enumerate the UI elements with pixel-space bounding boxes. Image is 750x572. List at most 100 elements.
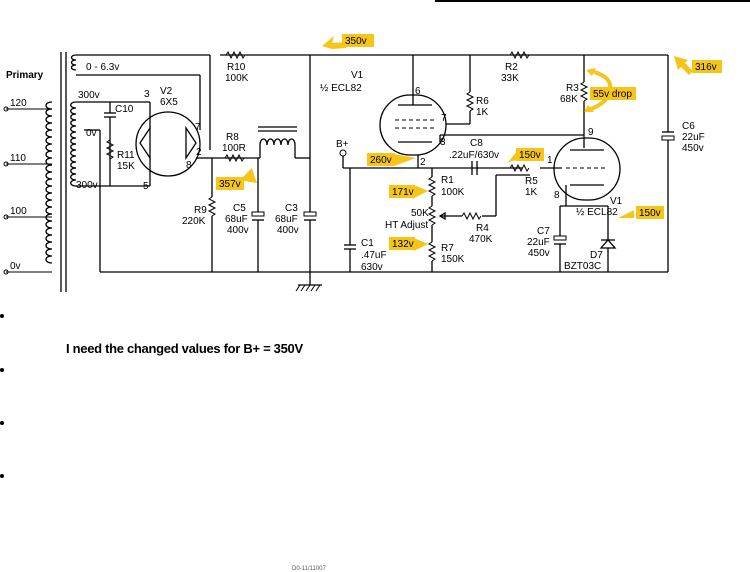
pot-label-name: HT Adjust	[385, 220, 428, 231]
pot-label-val: 50K	[411, 208, 429, 219]
volt-150v-a: 150v	[519, 150, 541, 161]
volt-132v: 132v	[392, 239, 414, 250]
v1a-label-ref: V1	[351, 70, 364, 81]
v2-pin-8: 8	[186, 160, 192, 171]
c1-label-ref: C1	[361, 238, 374, 249]
volt-357v: 357v	[219, 179, 241, 190]
c7-label-ref: C7	[537, 226, 550, 237]
c6-label-volt: 450v	[682, 143, 704, 154]
arrow-132v	[414, 238, 428, 251]
rectifier-section: C10 R11 15K V2 6X5 3 7 2 8 5	[76, 55, 668, 273]
v1b-tube-envelope	[553, 137, 621, 201]
arrow-171v	[414, 185, 428, 198]
r5-label-val: 1K	[525, 187, 538, 198]
margin-bullet	[0, 314, 4, 318]
v2-label-ref: V2	[160, 86, 173, 97]
v1a-pin-3: 3	[440, 137, 446, 148]
v1b-label-type: ½ ECL82	[576, 207, 618, 218]
volt-171v: 171v	[392, 187, 414, 198]
tap-0v-label: 0v	[10, 261, 21, 272]
top-edge-line	[435, 0, 750, 2]
c10-label: C10	[115, 104, 134, 115]
v1a-section: V1 ½ ECL82 6 7 R6 1K 3 2 B+ C1 .47uF 630…	[320, 55, 584, 273]
c3-label-volt: 400v	[277, 225, 299, 236]
r9-label-val: 220K	[182, 216, 206, 227]
r5-label-ref: R5	[525, 176, 538, 187]
r1-label-val: 100K	[441, 187, 465, 198]
bplus-label: B+	[336, 139, 349, 150]
margin-bullet	[0, 368, 4, 372]
r9-label-ref: R9	[194, 205, 207, 216]
v2-pin-2: 2	[196, 147, 202, 158]
voltage-annotations: 350v 316v 55v drop 357v 260v 150v 171v 1…	[216, 34, 722, 251]
c7-label-val: 22uF	[527, 237, 550, 248]
arrow-150v-b	[618, 210, 634, 218]
r6-label-val: 1K	[476, 107, 489, 118]
v2-pin-3: 3	[144, 89, 150, 100]
c1-label-volt: 630v	[361, 262, 383, 273]
schematic-diagram: 120 110 100 0v Primary 0 - 6.3v 300v 0v …	[3, 34, 722, 292]
arrow-350v	[322, 36, 346, 49]
c8-label-val: .22uF/630v	[449, 150, 499, 161]
arrow-260v	[394, 154, 416, 166]
volt-55v-drop: 55v drop	[593, 89, 632, 100]
hv-ct-label: 0v	[86, 128, 97, 139]
tap-110-label: 110	[10, 153, 26, 164]
r3-label-ref: R3	[566, 83, 579, 94]
v2-label-type: 6X5	[160, 97, 178, 108]
margin-bullet	[0, 474, 4, 478]
r2-label-val: 33K	[501, 73, 519, 84]
volt-316v: 316v	[695, 62, 717, 73]
v1a-label-type: ½ ECL82	[320, 83, 362, 94]
footer-text: D0-11/11007	[292, 566, 326, 572]
c5-label-ref: C5	[233, 203, 246, 214]
r11-label-ref: R11	[117, 150, 135, 161]
arrow-150v-a	[508, 148, 526, 162]
c6-label-ref: C6	[682, 121, 695, 132]
c7-label-volt: 450v	[528, 248, 550, 259]
d7-label-ref: D7	[590, 250, 603, 261]
c8-label-ref: C8	[470, 138, 483, 149]
tap-100-label: 100	[10, 206, 27, 217]
heater-label: 0 - 6.3v	[86, 62, 119, 73]
r11-label-val: 15K	[117, 161, 135, 172]
v2-tube-envelope	[135, 111, 201, 177]
c1-label-val: .47uF	[361, 250, 387, 261]
hv-top-label: 300v	[78, 90, 100, 101]
v1b-pin-9: 9	[588, 127, 594, 138]
r4-label-ref: R4	[476, 223, 489, 234]
r7-label-ref: R7	[441, 243, 454, 254]
v2-pin-7: 7	[195, 122, 201, 133]
v1a-pin-6: 6	[415, 86, 421, 97]
v1b-pin-1: 1	[547, 155, 553, 166]
r4-label-val: 470K	[469, 234, 493, 245]
r7-label-val: 150K	[441, 254, 465, 265]
bplus-terminal	[339, 149, 347, 157]
volt-350v: 350v	[345, 36, 367, 47]
v1b-label-ref: V1	[610, 196, 623, 207]
tap-120-label: 120	[10, 98, 27, 109]
primary-label: Primary	[6, 70, 44, 81]
v1b-pin-8: 8	[554, 190, 560, 201]
r8-label-ref: R8	[226, 132, 239, 143]
filter-section: R10 100K R8 100R R9 220K C5 68uF 400v C3…	[182, 50, 668, 292]
c5-label-val: 68uF	[225, 214, 248, 225]
r2-label-ref: R2	[505, 62, 518, 73]
arrow-357v	[240, 168, 257, 183]
c3-label-val: 68uF	[275, 214, 298, 225]
margin-bullet	[0, 421, 4, 425]
transformer: 120 110 100 0v Primary 0 - 6.3v 300v 0v …	[3, 52, 210, 292]
r1-label-ref: R1	[441, 175, 454, 186]
divider-section: R1 100K 50K HT Adjust R4 470K R7 150K C8…	[385, 138, 538, 272]
c6-label-val: 22uF	[682, 132, 705, 143]
r3-label-val: 68K	[560, 94, 578, 105]
arrow-316v	[674, 56, 693, 75]
c5-label-volt: 400v	[227, 225, 249, 236]
r8-label-val: 100R	[222, 143, 246, 154]
request-note: I need the changed values for B+ = 350V	[66, 341, 303, 356]
volt-150v-b: 150v	[639, 208, 661, 219]
d7-label-type: BZT03C	[564, 261, 601, 272]
v1b-section: R3 68K 9 R2 33K 1 8 V1 ½ ECL82 C7 22uF 4…	[501, 50, 705, 272]
v1a-pin-7: 7	[441, 113, 447, 124]
v2-pin-5: 5	[143, 181, 149, 192]
